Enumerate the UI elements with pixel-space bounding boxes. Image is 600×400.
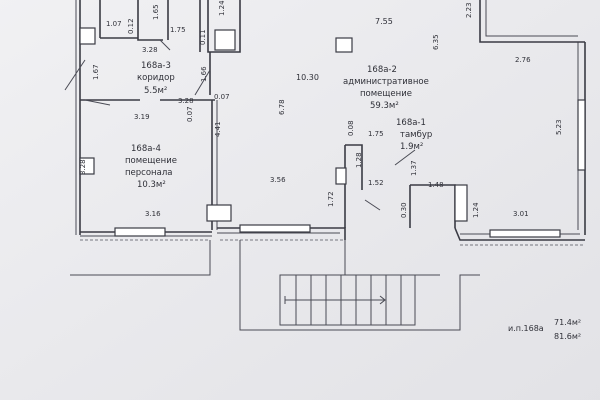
doors [64, 39, 416, 211]
dim-13: 0.07 [186, 106, 194, 122]
window-bottom-left [114, 227, 166, 237]
window-bottom-right [489, 229, 561, 238]
dim-19: 2.23 [465, 2, 473, 18]
room-labels: 168а-3 коридор 5.5м² 168а-2 администрати… [125, 61, 432, 190]
column-right [454, 184, 468, 222]
door-swing-3 [194, 69, 211, 96]
area-totals: и.п.168а 71.4м² 81.6м² [508, 318, 581, 341]
dim-21: 5.23 [555, 119, 563, 135]
column-vestibule [335, 167, 347, 185]
totals-area-total: 81.6м² [554, 332, 581, 341]
dimension-labels: 1.07 0.12 1.65 1.75 0.11 1.24 3.28 1.67 … [79, 0, 563, 218]
column-office [335, 37, 353, 53]
dim-7: 3.28 [142, 46, 158, 54]
window-right [577, 99, 586, 171]
wall-top-right-2 [485, 0, 578, 37]
dim-15: 7.55 [375, 17, 393, 26]
column-top-left [79, 27, 96, 45]
dim-10: 3.28 [178, 97, 194, 105]
dim-28: 1.28 [355, 152, 363, 168]
dim-26: 0.08 [347, 120, 355, 136]
dim-20: 2.76 [515, 56, 531, 64]
stair-boundary [239, 240, 480, 331]
room-office-name-1: административное [343, 77, 429, 87]
room-corridor-code: 168а-3 [141, 61, 171, 71]
dim-11: 3.19 [134, 113, 150, 121]
column-bottom-middle [206, 204, 232, 222]
totals-area-main: 71.4м² [554, 318, 581, 327]
dim-18: 6.78 [278, 99, 286, 115]
dim-32: 0.30 [400, 202, 408, 218]
dim-30: 1.52 [368, 179, 384, 187]
dim-29: 1.37 [410, 160, 418, 176]
door-swing-4 [364, 199, 381, 211]
wall-vestibule-inner [345, 144, 363, 190]
dim-25: 1.72 [327, 191, 335, 207]
dim-24: 3.56 [270, 176, 286, 184]
room-corridor-name: коридор [137, 73, 175, 83]
dim-23: 3.16 [145, 210, 161, 218]
room-office-code: 168а-2 [367, 65, 397, 75]
door-swing-2 [84, 99, 111, 106]
dim-2: 0.12 [127, 18, 135, 34]
wall-top-5 [207, 0, 241, 53]
dim-14: 4.41 [214, 121, 222, 137]
room-staff-name-1: помещение [125, 156, 177, 166]
entrance-stairs [70, 240, 480, 331]
dim-8: 1.67 [92, 64, 100, 80]
stair-boundary-left [70, 240, 211, 276]
dim-22: 3.28 [79, 159, 87, 175]
dim-31: 1.48 [428, 181, 444, 189]
stair-arrow [285, 295, 386, 305]
door-swing-5 [394, 149, 416, 166]
dim-1: 1.07 [106, 20, 122, 28]
room-staff-code: 168а-4 [131, 144, 161, 154]
room-office-area: 59.3м² [370, 101, 399, 111]
window-bottom-mid [239, 224, 311, 233]
column-top [214, 29, 236, 51]
dim-9: 1.66 [200, 66, 208, 82]
room-office-name-2: помещение [360, 89, 412, 99]
room-staff-area: 10.3м² [137, 180, 166, 190]
dim-12: 0.07 [214, 93, 230, 101]
stair-box [279, 274, 416, 326]
dim-27: 1.75 [368, 130, 384, 138]
dim-34: 3.01 [513, 210, 529, 218]
wall-top-2 [137, 0, 163, 41]
wall-top-right [479, 0, 585, 43]
wall-bottom-right [454, 227, 585, 241]
room-vestibule-area: 1.9м² [400, 142, 423, 152]
dim-5: 0.11 [199, 29, 207, 45]
column-left [79, 157, 95, 175]
room-vestibule-name: тамбур [400, 130, 432, 140]
totals-label: и.п.168а [508, 324, 544, 333]
dim-4: 1.75 [170, 26, 186, 34]
dim-17: 10.30 [296, 73, 319, 82]
dim-6: 1.24 [218, 0, 226, 16]
room-vestibule-code: 168а-1 [396, 118, 426, 128]
dim-16: 6.35 [432, 34, 440, 50]
room-corridor-area: 5.5м² [144, 86, 167, 96]
dim-3: 1.65 [152, 4, 160, 20]
door-swing-1 [64, 59, 86, 91]
room-staff-name-2: персонала [125, 168, 172, 178]
dim-33: 1.24 [472, 202, 480, 218]
wall-details [79, 27, 586, 238]
door-swing-6 [159, 39, 171, 51]
